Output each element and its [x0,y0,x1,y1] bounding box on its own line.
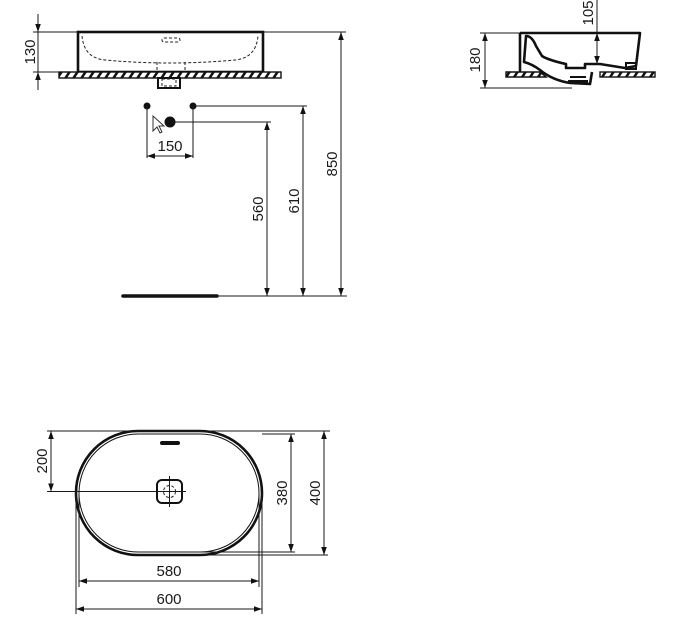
dimension-outer-width: 400 [200,431,328,556]
supply-points [143,102,307,158]
dimension-center-offset: 200 [34,430,330,492]
mouse-cursor-icon [152,114,166,134]
dimension-basin-height: 130 [22,14,78,90]
label-200: 200 [34,448,51,473]
side-countertop-left [505,71,548,78]
dimension-inner-length: 580 [78,493,260,587]
side-countertop-right [599,71,656,78]
waste-outlet [157,77,181,89]
dimension-supply-spacing: 150 [147,138,193,159]
dimension-outer-length: 600 [75,493,263,614]
label-600: 600 [156,591,181,608]
label-380: 380 [274,480,291,505]
dimension-bowl-depth: 105 [580,0,600,64]
drain-icon [155,476,186,507]
top-view: 200 380 400 580 600 [34,429,330,614]
label-610: 610 [286,188,303,213]
side-basin-profile [518,31,642,86]
label-105: 105 [580,0,597,25]
overflow-slot [160,441,180,445]
label-850: 850 [324,151,341,176]
dimension-side-height: 180 [467,32,572,89]
dimension-counter-height: 850 [263,31,346,296]
front-view: 130 150 560 [22,14,347,298]
dimension-waste-height: 560 [250,122,270,296]
label-130: 130 [22,39,39,64]
dimension-supply-height: 610 [286,106,306,296]
label-150: 150 [157,138,182,155]
side-view: 180 105 [467,0,656,89]
label-180: 180 [467,47,484,72]
label-580: 580 [156,563,181,580]
front-basin-outline [76,30,265,74]
label-400: 400 [307,480,324,505]
waste-point [164,116,176,128]
label-560: 560 [250,196,267,221]
dimension-inner-width: 380 [200,433,295,553]
